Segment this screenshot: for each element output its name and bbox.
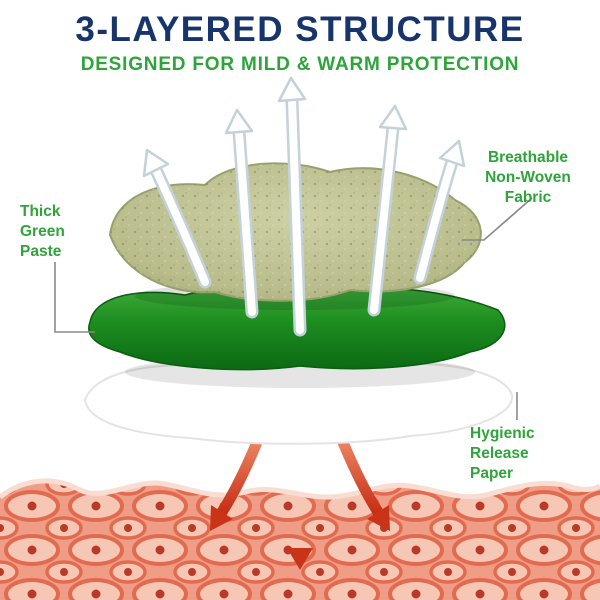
leader-lines xyxy=(54,197,533,420)
page-subtitle: DESIGNED FOR MILD & WARM PROTECTION xyxy=(80,54,520,75)
breathability-arrows-up xyxy=(142,76,466,337)
label-breathable-fabric: Breathable Non-Woven Fabric xyxy=(485,149,571,207)
up-arrow-5 xyxy=(413,139,466,285)
up-arrow-1 xyxy=(142,148,212,289)
up-arrow-2 xyxy=(224,108,259,319)
page-title: 3-LAYERED STRUCTURE xyxy=(75,10,525,49)
up-arrow-3 xyxy=(277,76,307,337)
up-arrow-4 xyxy=(367,104,408,317)
skin-surface-highlight xyxy=(0,478,600,500)
leader-line-paste xyxy=(54,262,95,333)
label-thick-green-paste: Thick Green Paste xyxy=(20,203,65,261)
leader-line-fabric xyxy=(462,197,533,241)
label-release-paper: Hygienic Release Paper xyxy=(470,425,535,483)
